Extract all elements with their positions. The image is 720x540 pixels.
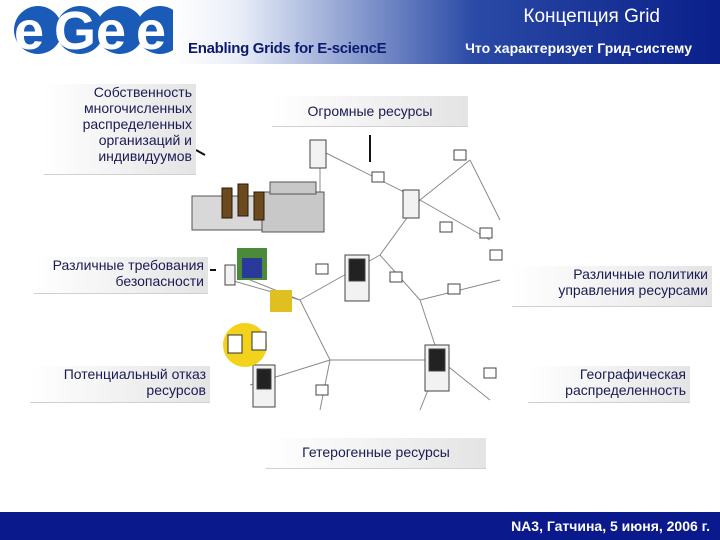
slide-subtitle: Что характеризует Грид-систему [465,40,692,56]
logo-circle-4 [136,6,184,54]
label-ownership-text: Собственность многочисленных распределен… [82,84,192,164]
logo-letter: e [14,1,44,61]
logo-letter: e [96,1,126,61]
label-policies: Различные политики управления ресурсами [512,266,712,307]
people-icon [221,183,265,221]
label-huge-resources-text: Огромные ресурсы [307,103,433,119]
footer-text: NA3, Гатчина, 5 июня, 2006 г. [511,518,710,534]
tagline: Enabling Grids for E-sciencE [188,40,387,57]
workstation-icons [315,149,503,396]
logo-circle-1 [14,6,62,54]
label-security-text: Различные требования безопасности [52,257,204,289]
security-illustration-icon [237,248,292,312]
slide-footer: NA3, Гатчина, 5 июня, 2006 г. [0,512,720,540]
label-security: Различные требования безопасности [34,257,208,294]
label-ownership: Собственность многочисленных распределен… [44,84,196,175]
label-policies-text: Различные политики управления ресурсами [558,266,708,298]
label-heterogeneous: Гетерогенные ресурсы [266,438,486,469]
label-failure: Потенциальный отказ ресурсов [30,366,210,403]
logo-circle-2 [56,6,104,54]
logo-letter: G [54,1,96,61]
grid-network-illustration [191,135,503,411]
egee-logo-graphic [14,6,184,54]
label-failure-text: Потенциальный отказ ресурсов [63,366,206,398]
logo-circle-3 [96,6,144,54]
label-geo: Географическая распределенность [528,366,690,403]
logo-letter: e [136,1,166,61]
header-band [173,0,720,64]
failure-illustration-icon [223,323,267,367]
label-heterogeneous-text: Гетерогенные ресурсы [302,444,450,460]
server-icons [224,139,450,408]
label-geo-text: Географическая распределенность [565,366,686,398]
pointer-arrows [195,135,371,271]
label-huge-resources: Огромные ресурсы [272,96,468,127]
slide-title: Концепция Grid [523,6,660,27]
